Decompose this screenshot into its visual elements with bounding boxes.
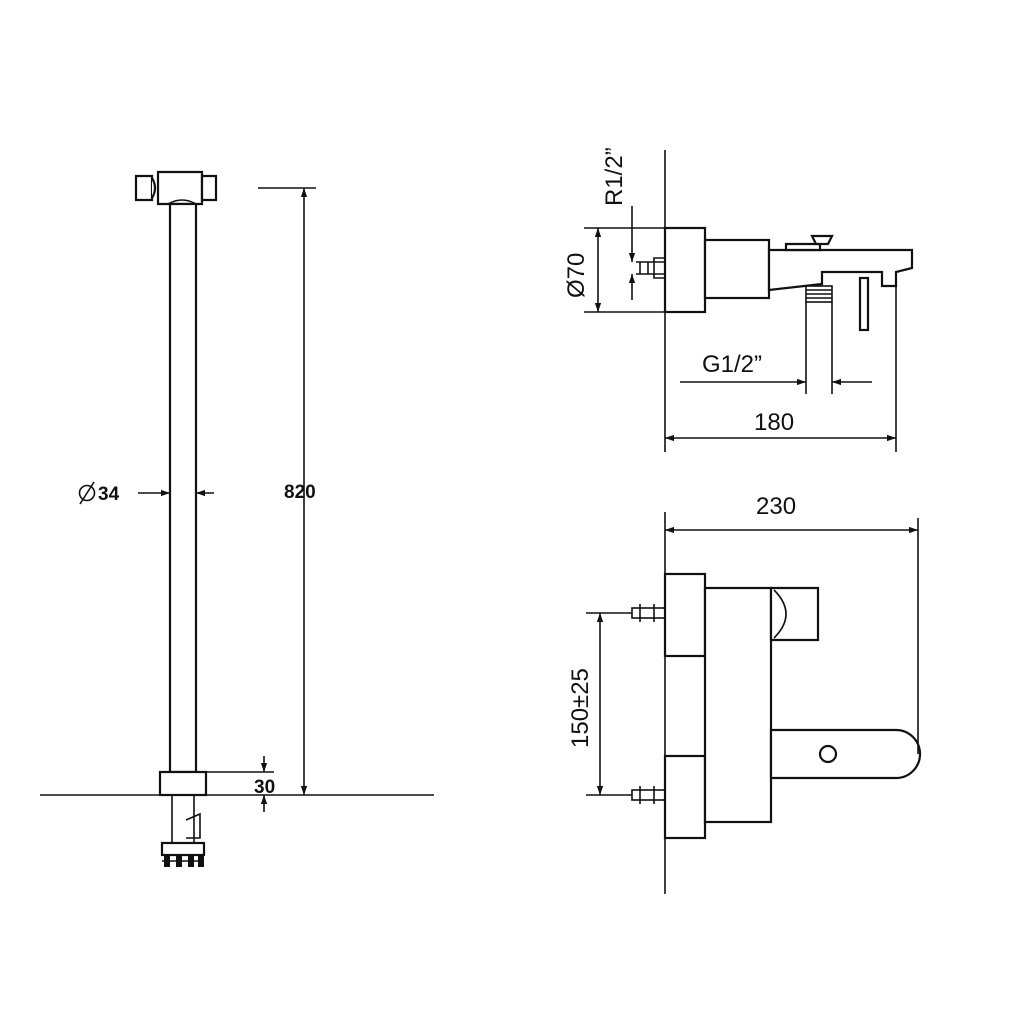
dimension-height-820: 820	[258, 187, 316, 795]
dim-label-150: 150±25	[567, 668, 594, 748]
mixer-body	[703, 238, 771, 300]
column-elevation-view: 34 820 30	[40, 170, 434, 867]
wall-plate-lower	[663, 754, 707, 840]
dim-label-r12: R1/2”	[601, 147, 628, 206]
diverter-lever	[858, 276, 870, 332]
dim-label-34: 34	[98, 484, 120, 505]
dim-label-30: 30	[254, 777, 275, 798]
spout-aerator-hole	[818, 744, 838, 764]
spout-top	[769, 728, 922, 780]
dim-label-70: Ø70	[563, 253, 590, 298]
floor-fixing	[160, 794, 206, 867]
wall-plate-upper	[663, 572, 707, 658]
mixer-side-view: R1/2” Ø70 G1/2” 180	[563, 147, 914, 452]
handle-cartridge	[769, 586, 820, 642]
column-tube	[168, 202, 198, 774]
wall-plate	[663, 226, 707, 314]
dimension-depth-180: 180	[665, 286, 897, 452]
mixer-body-top	[703, 586, 773, 824]
dim-label-820: 820	[284, 482, 316, 503]
inlet-lower	[631, 786, 666, 804]
dim-label-180: 180	[754, 409, 794, 436]
outlet-thread	[805, 285, 833, 303]
spout	[767, 248, 914, 292]
dim-label-g12: G1/2”	[702, 351, 762, 378]
column-head	[134, 170, 218, 206]
dimension-thread-r: R1/2”	[601, 147, 636, 300]
base-collar	[158, 770, 208, 797]
dimension-diameter-70: Ø70	[563, 227, 665, 313]
dimension-base-30: 30	[206, 756, 275, 812]
dimension-thread-g: G1/2”	[680, 302, 872, 394]
inlet-upper	[631, 604, 666, 622]
dimension-width-230: 230	[665, 493, 919, 754]
dimension-diameter-34: 34	[78, 481, 214, 505]
dimension-spacing: 150±25	[567, 612, 632, 796]
mixer-top-view: 230 150±25	[567, 493, 922, 894]
dim-label-230: 230	[756, 493, 796, 520]
